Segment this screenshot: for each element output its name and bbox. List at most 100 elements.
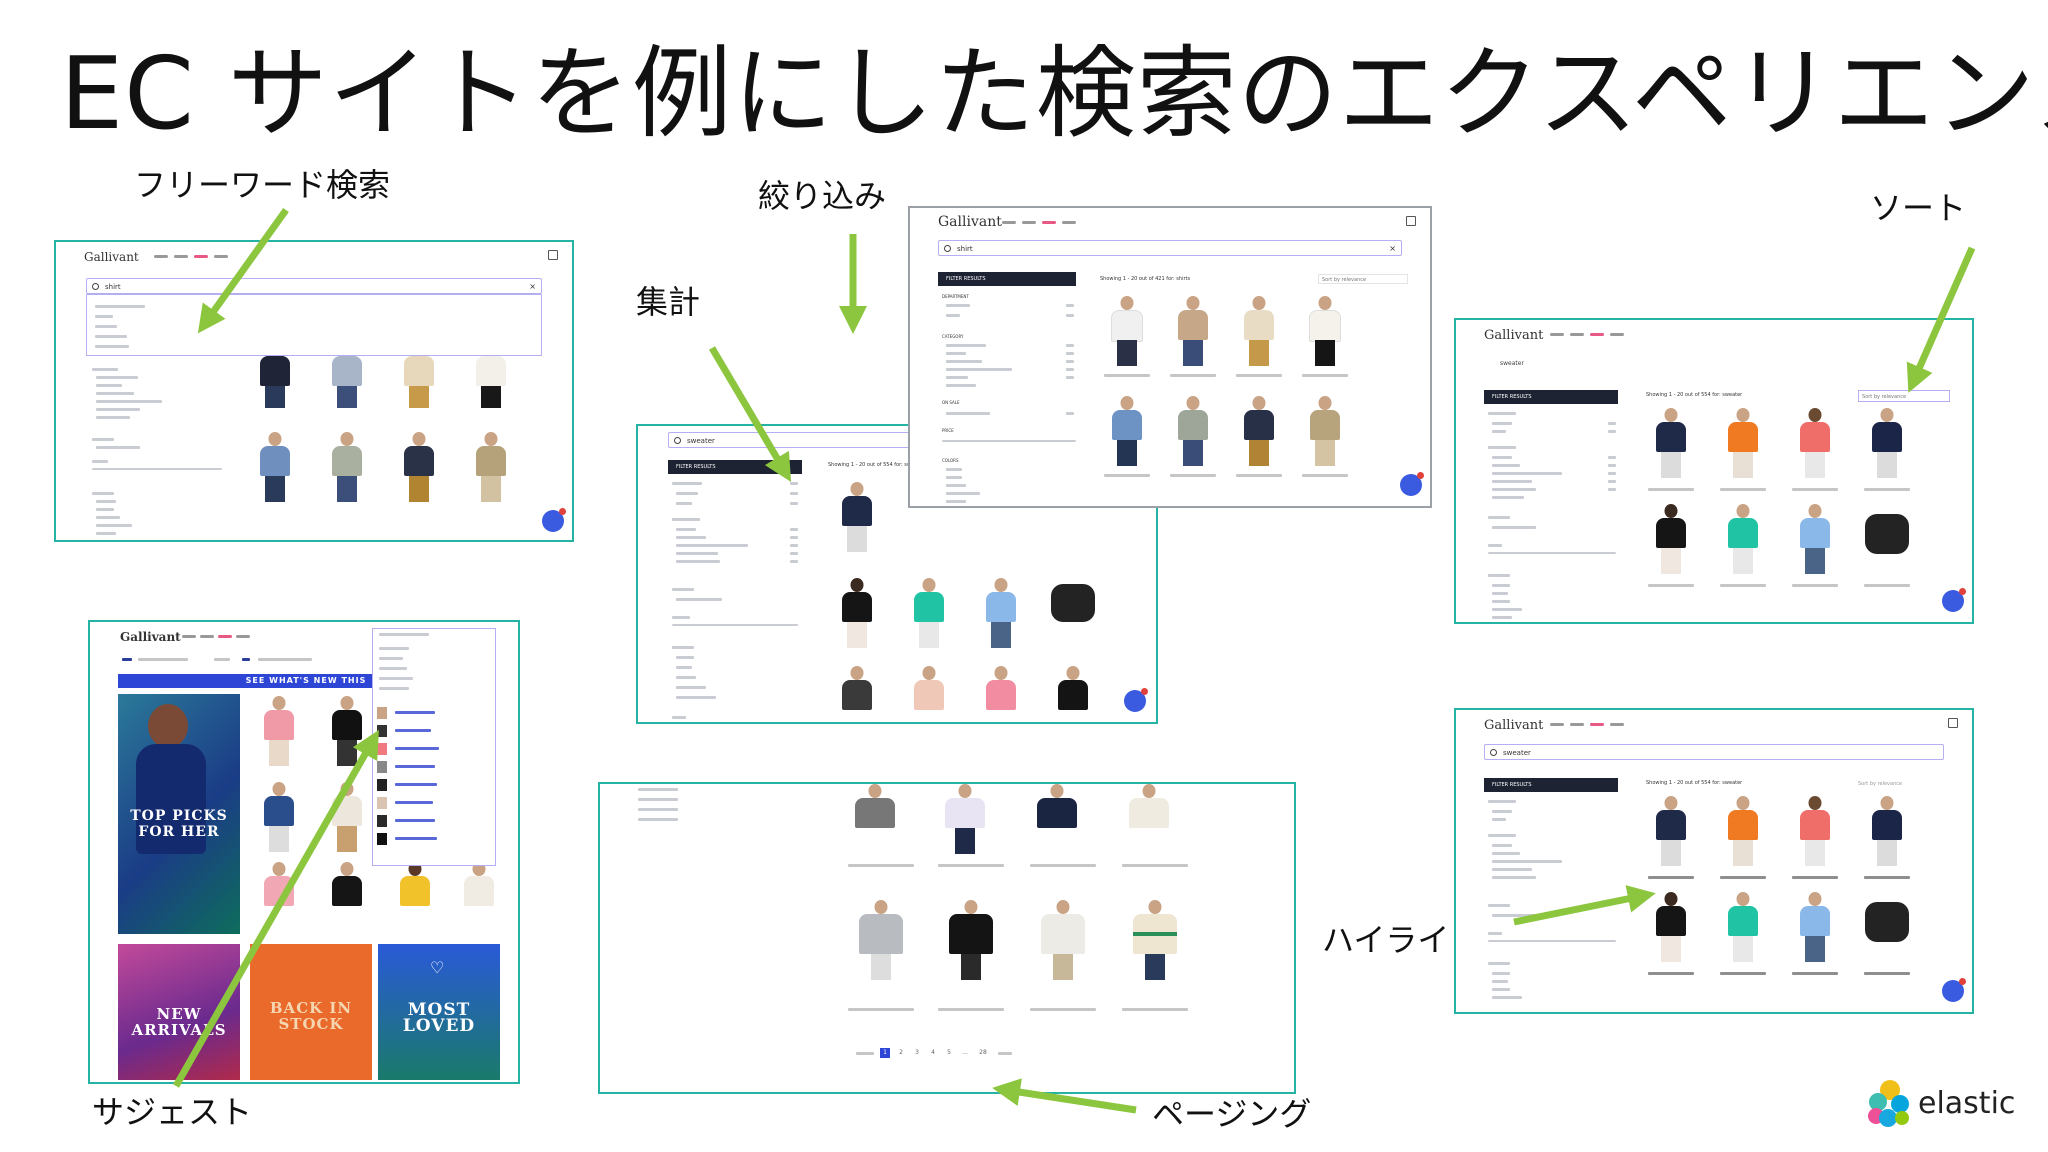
label-sort: ソート bbox=[1870, 189, 1967, 227]
mock-logo: Gallivant bbox=[84, 250, 139, 264]
slide-title: EC サイトを例にした検索のエクスペリエンス bbox=[60, 35, 2048, 152]
product-card bbox=[1714, 408, 1772, 482]
chat-icon bbox=[1400, 472, 1424, 496]
product-card bbox=[1858, 408, 1916, 482]
product-card bbox=[828, 666, 886, 722]
product-card bbox=[972, 578, 1030, 652]
mock-nav-item bbox=[200, 635, 214, 638]
cart-icon bbox=[1406, 216, 1416, 226]
page-4-button[interactable]: 4 bbox=[931, 1049, 935, 1056]
product-card bbox=[250, 782, 308, 856]
screenshot-paging: 1 2 3 4 5 ... 28 bbox=[598, 782, 1296, 1094]
mock-promo-row bbox=[118, 656, 338, 664]
product-card bbox=[318, 356, 376, 434]
page-3-button[interactable]: 3 bbox=[915, 1049, 919, 1056]
mock-logo: Gallivant bbox=[120, 630, 181, 644]
mock-nav-item bbox=[236, 635, 250, 638]
product-card bbox=[390, 356, 448, 434]
mock-nav-item bbox=[1002, 221, 1016, 224]
mock-sort-select: Sort by relevance bbox=[1858, 781, 1903, 787]
mock-nav-item bbox=[1570, 333, 1584, 336]
product-card bbox=[462, 356, 520, 434]
elastic-wordmark: elastic bbox=[1918, 1086, 2016, 1121]
mock-search-value: sweater bbox=[1503, 749, 1531, 757]
mock-nav-item bbox=[218, 635, 232, 638]
heart-icon: ♡ bbox=[430, 958, 445, 977]
product-card bbox=[1230, 296, 1288, 370]
mock-nav-item bbox=[214, 255, 228, 258]
mock-result-count: Showing 1 - 20 out of 554 for: sweater bbox=[1646, 780, 1743, 786]
chat-icon bbox=[1942, 588, 1966, 612]
product-card bbox=[1028, 784, 1086, 858]
mock-filter-bar: FILTER RESULTS bbox=[668, 460, 802, 474]
page-5-button[interactable]: 5 bbox=[947, 1049, 951, 1056]
mock-nav-item bbox=[174, 255, 188, 258]
mock-nav-item bbox=[1610, 333, 1624, 336]
product-card bbox=[246, 356, 304, 434]
mock-result-count: Showing 1 - 20 out of 554 for: sweater bbox=[828, 462, 925, 468]
label-paging: ページング bbox=[1152, 1095, 1312, 1133]
page-last-button[interactable]: 28 bbox=[979, 1049, 987, 1056]
product-card bbox=[900, 666, 958, 722]
product-card bbox=[828, 482, 886, 556]
mock-result-count: Showing 1 - 20 out of 554 for: sweater bbox=[1646, 392, 1743, 398]
screenshot-freeword-search: Gallivant shirt × bbox=[54, 240, 574, 542]
label-aggregate: 集計 bbox=[636, 283, 701, 321]
mock-facet-price: PRICE bbox=[942, 428, 954, 433]
tile-new-arrivals-text: NEW ARRIVALS bbox=[131, 1005, 227, 1039]
mock-suggest-dropdown bbox=[372, 628, 496, 866]
mock-nav-item bbox=[1570, 723, 1584, 726]
product-card bbox=[450, 862, 508, 936]
mock-facet-department: DEPARTMENT bbox=[942, 294, 969, 299]
product-card bbox=[318, 862, 376, 936]
mock-nav-item bbox=[1042, 221, 1056, 224]
elastic-mark-icon bbox=[1868, 1080, 1909, 1127]
mock-nav-item bbox=[1062, 221, 1076, 224]
label-suggest: サジェスト bbox=[92, 1093, 253, 1131]
chat-icon bbox=[542, 508, 566, 532]
product-card bbox=[1164, 296, 1222, 370]
label-filter: 絞り込み bbox=[758, 177, 887, 215]
mock-sort-select: Sort by relevance bbox=[1318, 274, 1408, 284]
pagination: 1 2 3 4 5 ... 28 bbox=[856, 1048, 1046, 1060]
page-ellipsis: ... bbox=[962, 1049, 968, 1056]
mock-logo: Gallivant bbox=[1484, 718, 1544, 733]
mock-header: Gallivant bbox=[910, 208, 1430, 236]
product-card bbox=[1642, 796, 1700, 870]
mock-nav-item bbox=[194, 255, 208, 258]
product-card bbox=[1098, 296, 1156, 370]
product-card bbox=[318, 432, 376, 506]
product-card bbox=[1028, 900, 1098, 980]
mock-search-value: shirt bbox=[105, 283, 121, 291]
tile-top-picks-text: TOP PICKS FOR HER bbox=[130, 808, 228, 840]
page-2-button[interactable]: 2 bbox=[899, 1049, 903, 1056]
product-card bbox=[1858, 504, 1916, 578]
tile-most-loved-text: MOST LOVED bbox=[402, 1000, 476, 1036]
mock-nav-item bbox=[1590, 333, 1604, 336]
product-card bbox=[1044, 666, 1102, 722]
product-card bbox=[828, 578, 886, 652]
product-card bbox=[846, 900, 916, 980]
search-icon bbox=[944, 245, 951, 252]
mock-facet-category: CATEGORY bbox=[942, 334, 964, 339]
mock-search-value: sweater bbox=[1500, 360, 1524, 367]
mock-filter-bar: FILTER RESULTS bbox=[1484, 390, 1618, 404]
mock-search-value: shirt bbox=[957, 245, 973, 253]
product-card bbox=[1858, 796, 1916, 870]
search-icon bbox=[674, 437, 681, 444]
tile-top-picks: TOP PICKS FOR HER bbox=[118, 694, 240, 934]
search-icon bbox=[1490, 749, 1497, 756]
product-card bbox=[1044, 578, 1102, 652]
product-card bbox=[1296, 396, 1354, 470]
product-card bbox=[936, 784, 994, 858]
product-card bbox=[972, 666, 1030, 722]
tile-back-in-stock: BACK IN STOCK bbox=[250, 944, 372, 1080]
mock-facet-colors: COLORS bbox=[942, 458, 959, 463]
page-1-button[interactable]: 1 bbox=[880, 1048, 890, 1058]
mock-nav-item bbox=[1590, 723, 1604, 726]
product-card bbox=[900, 578, 958, 652]
mock-suggest-dropdown bbox=[86, 294, 542, 356]
mock-header: Gallivant bbox=[1456, 710, 1972, 738]
product-card bbox=[462, 432, 520, 506]
product-card bbox=[1786, 892, 1844, 966]
